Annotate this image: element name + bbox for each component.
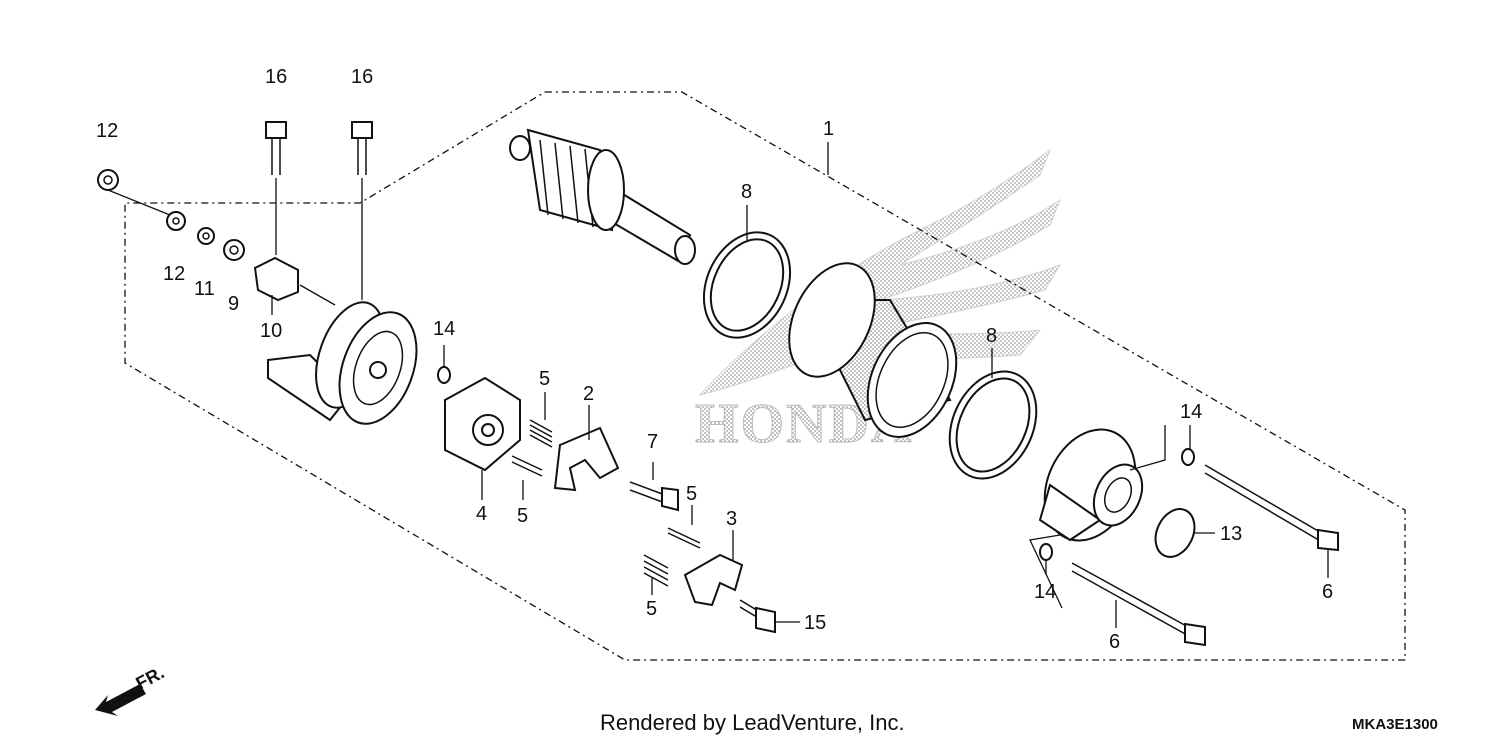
front-direction-arrow: FR. xyxy=(95,662,167,716)
o-ring-13 xyxy=(1154,508,1196,558)
callout-16b: 16 xyxy=(351,66,373,88)
nut-9 xyxy=(223,239,245,261)
callout-5d: 5 xyxy=(646,598,657,620)
callout-13: 13 xyxy=(1220,523,1242,545)
leader-lines xyxy=(107,142,1329,628)
callout-10: 10 xyxy=(260,320,282,342)
washer-14-upper xyxy=(1181,448,1195,466)
brush-holder xyxy=(444,376,521,472)
callout-11: 11 xyxy=(194,278,215,300)
through-bolt-lower xyxy=(1071,562,1206,647)
callout-9: 9 xyxy=(228,293,239,315)
nut-12 xyxy=(166,211,186,231)
callout-14a: 14 xyxy=(433,318,455,340)
insulator-10 xyxy=(253,256,299,302)
callout-12b: 12 xyxy=(163,263,185,285)
bolt-16-left xyxy=(265,121,287,175)
assembly-boundary xyxy=(124,91,1406,661)
callout-8a: 8 xyxy=(741,181,752,203)
callout-6a: 6 xyxy=(1322,581,1333,603)
credit-text: Rendered by LeadVenture, Inc. xyxy=(600,710,905,735)
callout-4: 4 xyxy=(476,503,487,525)
through-bolt-upper xyxy=(1204,464,1339,552)
brush-2 xyxy=(553,426,620,492)
washer-14-lower xyxy=(1039,543,1053,561)
yoke xyxy=(788,262,958,438)
callout-3: 3 xyxy=(726,508,737,530)
brush-3 xyxy=(683,553,744,607)
armature xyxy=(509,128,696,265)
callout-15: 15 xyxy=(804,612,826,634)
diagram-code: MKA3E1300 xyxy=(1352,716,1438,733)
callout-8b: 8 xyxy=(986,325,997,347)
washer-11 xyxy=(197,227,215,245)
bolt-16-right xyxy=(351,121,373,175)
front-cover xyxy=(267,301,418,425)
callout-6b: 6 xyxy=(1109,631,1120,653)
terminal-bolt xyxy=(629,481,679,512)
callout-12a: 12 xyxy=(96,120,118,142)
callout-2: 2 xyxy=(583,383,594,405)
callout-5a: 5 xyxy=(539,368,550,390)
callout-5c: 5 xyxy=(686,483,697,505)
callout-16a: 16 xyxy=(265,66,287,88)
nut-12-top xyxy=(97,169,119,191)
springs xyxy=(511,419,701,587)
washer-14-left xyxy=(437,366,451,384)
rear-cover xyxy=(1038,428,1144,542)
callout-14b: 14 xyxy=(1180,401,1202,423)
callout-14c: 14 xyxy=(1034,581,1056,603)
callout-5b: 5 xyxy=(517,505,528,527)
callout-1: 1 xyxy=(823,118,834,140)
bolt-15 xyxy=(739,599,776,634)
callout-7: 7 xyxy=(647,431,658,453)
